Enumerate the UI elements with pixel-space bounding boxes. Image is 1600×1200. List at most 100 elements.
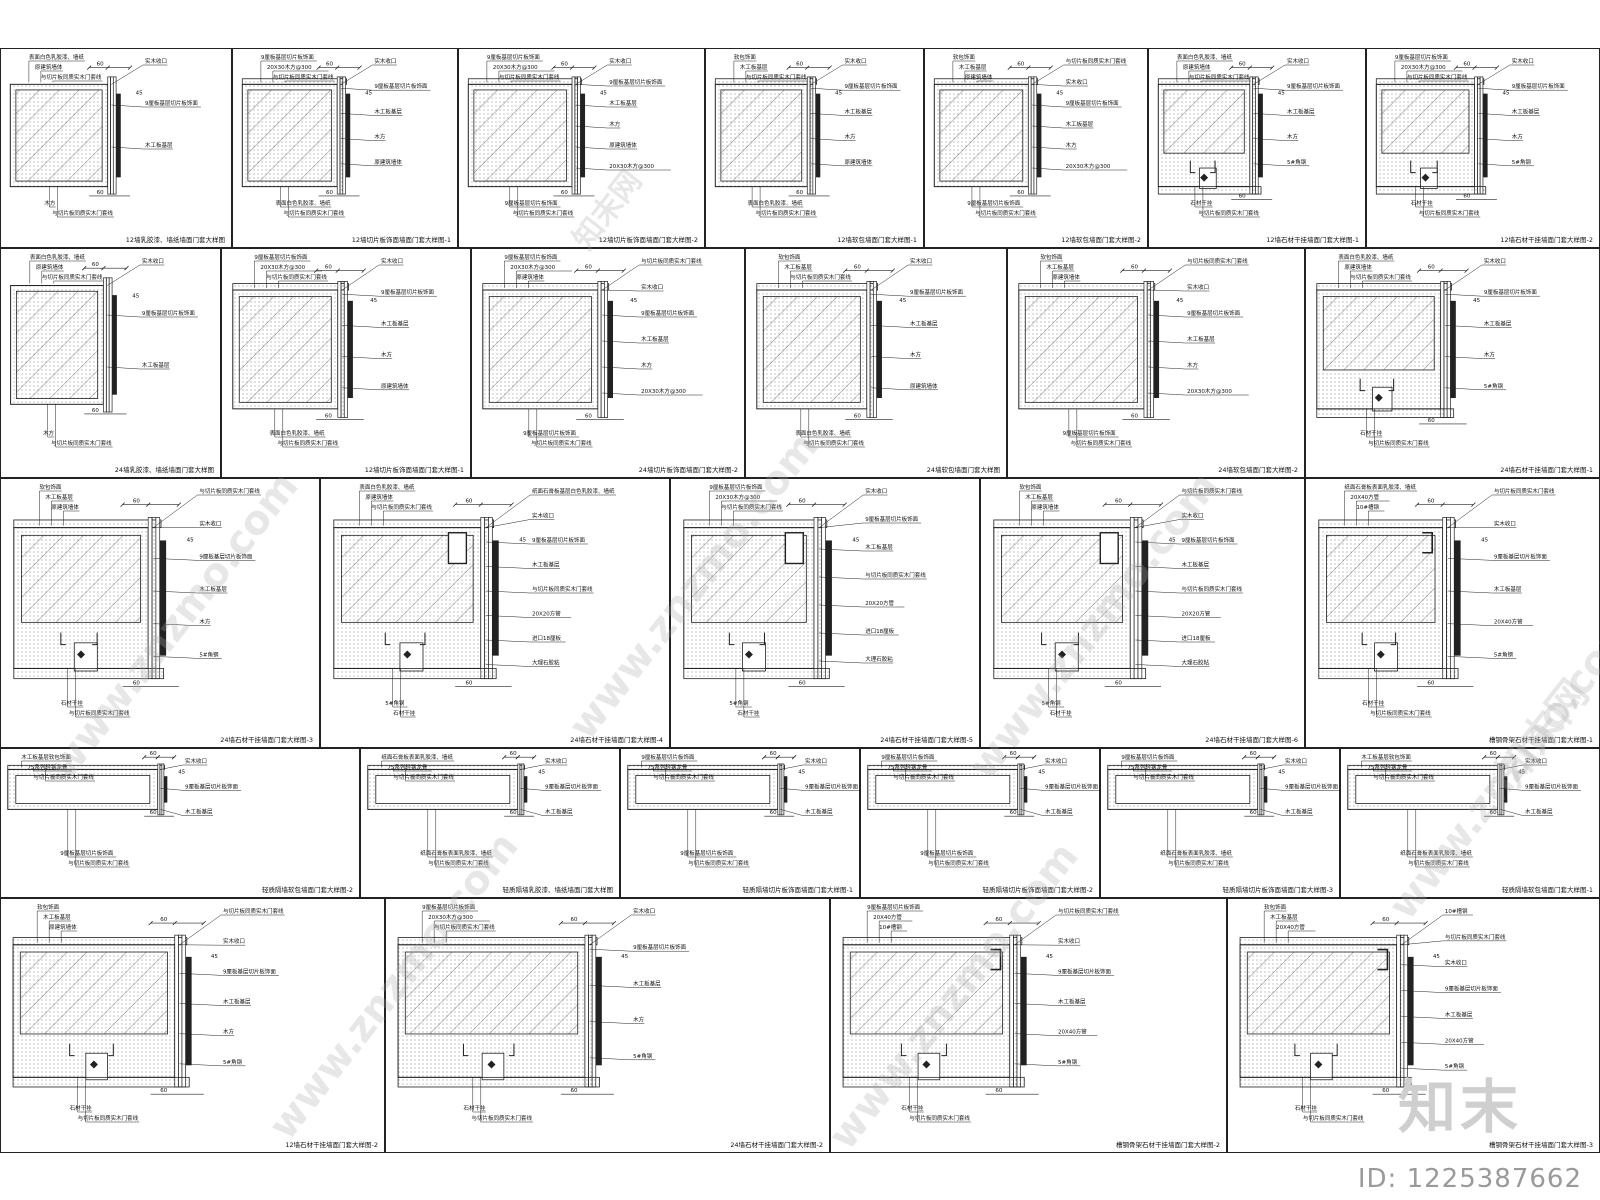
jamb-layer — [1133, 517, 1139, 680]
stone-clip — [917, 1052, 941, 1081]
stone-clip — [1054, 642, 1079, 672]
angle-steel — [384, 632, 426, 646]
channel-steel — [1422, 531, 1434, 554]
stud-cavity — [635, 774, 771, 804]
material-label: 9厘板基层切片板饰面 — [487, 53, 540, 61]
detail-caption: 槽钢骨架石材干挂墙面门套大样图-1 — [1489, 736, 1593, 744]
material-label: 5#角钢 — [633, 1052, 653, 1060]
material-label: 5#角钢 — [1058, 1058, 1078, 1066]
material-label: 与切片板同质实木门套线 — [790, 273, 851, 281]
jamb-layer — [174, 934, 179, 1088]
material-label: 表面白色乳胶漆、墙纸 — [276, 199, 332, 207]
material-label: 木工板基层 — [199, 585, 227, 593]
material-label: 进口18厘板 — [865, 627, 894, 635]
material-label: 木工板基层 — [1494, 585, 1522, 593]
jamb-layer — [1443, 281, 1448, 418]
material-label: 木工板基层 — [1270, 913, 1298, 921]
leader-labels: 9厘板基层切片板饰面75系列轻钢龙骨与切片板同质实木门套线实木收口9厘板基层切片… — [881, 753, 1099, 868]
dimension-text: 60 — [160, 1088, 167, 1094]
material-label: 5#角钢 — [223, 1058, 243, 1066]
material-label: 原建筑墙体 — [1183, 63, 1211, 71]
section-detail — [933, 76, 1042, 195]
material-label: 木方 — [1187, 361, 1199, 369]
material-label: 与切片板同质实木门套线 — [1168, 859, 1229, 867]
dimension-text: 60 — [1115, 680, 1122, 686]
material-label: 与切片板同质实木门套线 — [1058, 907, 1119, 915]
detail-drawing: 604560表面白色乳胶漆、墙纸原建筑墙体与切片板同质实木门套线实木收口9厘板基… — [9, 53, 201, 218]
material-label: 9厘板基层切片板饰面 — [1512, 82, 1565, 90]
material-label: 20X30木方@300 — [609, 162, 654, 170]
detail-drawing: 6045609厘板基层切片板饰面20X30木方@300与切片板同质实木门套线实木… — [1375, 53, 1568, 218]
material-label: 与切片板同质实木门套线 — [928, 859, 989, 867]
jamb-layer — [1143, 281, 1148, 418]
jamb-layer — [1021, 763, 1025, 816]
material-label: 实木收口 — [1484, 257, 1506, 265]
detail-drawing: 6045609厘板基层切片板饰面75系列轻钢龙骨与切片板同质实木门套线实木收口9… — [627, 751, 859, 868]
jamb-layer — [484, 517, 489, 680]
stone-panel — [1316, 408, 1455, 418]
material-label: 20X30木方@300 — [1066, 162, 1111, 170]
channel-steel — [990, 948, 1002, 971]
material-label: 木工板基层 — [740, 63, 768, 71]
square-tube — [784, 532, 804, 565]
section-detail — [627, 763, 788, 816]
material-label: 实木收口 — [142, 257, 164, 265]
material-label: 纸面石膏板表面乳胶漆、墙纸 — [381, 753, 453, 761]
leader-labels: 9厘板基层切片板饰面20X40方管10#槽钢与切片板同质实木门套线实木收口9厘板… — [866, 903, 1120, 1123]
detail-caption: 24墙石材干挂墙面门套大样图-3 — [220, 736, 313, 744]
section-detail — [232, 281, 353, 418]
material-label: 纸面石膏板表面乳胶漆、墙纸 — [1344, 483, 1416, 491]
material-label: 木工板基层 — [223, 998, 251, 1006]
material-label: 20X30木方@300 — [260, 263, 305, 271]
jamb-layer — [1009, 934, 1014, 1088]
detail-caption: 24墙石材干挂墙面门套大样图-5 — [880, 736, 973, 744]
detail-drawing: 604560表面白色乳胶漆、墙纸原建筑墙体与切片板同质实木门套线实木收口9厘板基… — [10, 253, 198, 448]
material-label: 表面白色乳胶漆、墙纸 — [29, 53, 85, 61]
jamb-layer — [342, 76, 346, 195]
detail-drawing: 604560软包饰面木工板基层原建筑墙体与切片板同质实木门套线实木收口9厘板基层… — [13, 483, 261, 718]
material-label: 原建筑墙体 — [844, 158, 872, 166]
jamb-layer — [1146, 281, 1151, 418]
material-label: 木方 — [641, 361, 653, 369]
material-label: 木工板基层 — [1287, 107, 1315, 115]
material-label: 木工板基层 — [1045, 808, 1073, 816]
material-label: 20X30木方@300 — [510, 263, 555, 271]
dimension-text: 45 — [519, 538, 526, 544]
dimension-text: 60 — [1250, 810, 1257, 816]
dimension-text: 60 — [1131, 414, 1138, 420]
detail-drawing: 604560表面白色乳胶漆、墙纸原建筑墙体与切片板同质实木门套线纸面石膏板基层白… — [333, 483, 616, 718]
material-label: 与切片板同质实木门套线 — [1187, 257, 1248, 265]
material-label: 10#槽钢 — [1356, 503, 1379, 511]
dimension-text: 60 — [1131, 265, 1138, 271]
masonry-core — [238, 296, 332, 403]
leader-labels: 9厘板基层切片板饰面20X30木方@300与切片板同质实木门套线实木收口9厘板基… — [1394, 53, 1568, 218]
anchor-bolt — [1200, 173, 1209, 182]
door-casing — [347, 300, 353, 399]
dimension-text: 45 — [1433, 954, 1440, 960]
material-label: 木工板基层 — [1046, 263, 1074, 271]
material-label: 与切片板同质实木门套线 — [33, 773, 94, 781]
dimension-text: 60 — [150, 751, 157, 757]
material-label: 纸面石膏板表面乳胶漆、墙纸 — [1160, 849, 1232, 857]
material-label: 表面白色乳胶漆、墙纸 — [270, 429, 326, 437]
detail-drawing: 604560软包饰面木工板基层原建筑墙体与切片板同质实木门套线实木收口9厘板基层… — [12, 903, 285, 1123]
material-label: 与切片板同质实木门套线 — [393, 773, 454, 781]
section-detail — [1318, 517, 1461, 680]
material-label: 实木收口 — [1182, 512, 1204, 520]
material-label: 木工板基层 — [959, 63, 987, 71]
jamb-layer — [1129, 517, 1135, 680]
angle-steel — [69, 1043, 114, 1057]
angle-steel — [1041, 632, 1079, 646]
material-label: 与切片板同质实木门套线 — [69, 709, 130, 717]
